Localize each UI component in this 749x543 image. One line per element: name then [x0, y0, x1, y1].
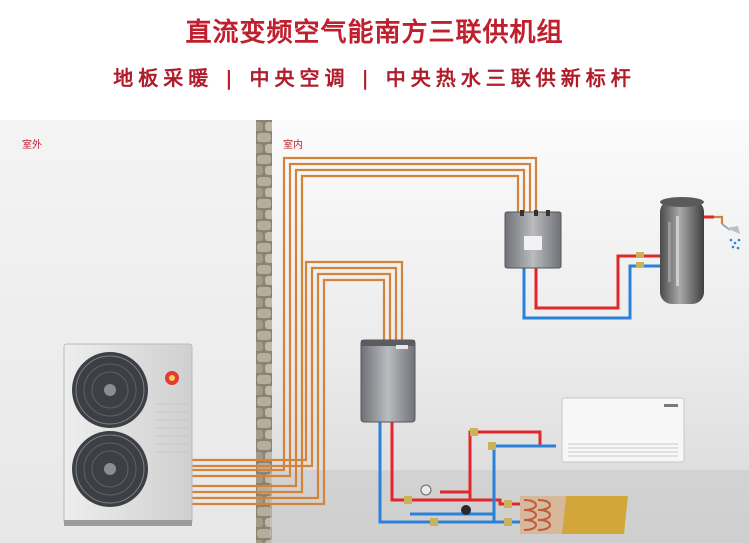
- outdoor-heat-pump-unit: [63, 343, 193, 526]
- hot-water-pipes: [390, 215, 714, 506]
- indoor-label: 室内: [283, 140, 303, 151]
- fan-icon: [72, 431, 148, 507]
- hot-water-tank: [660, 197, 704, 304]
- page-title: 直流变频空气能南方三联供机组: [185, 18, 564, 48]
- pipe-fittings: [404, 252, 644, 526]
- wall-mounted-module: [504, 210, 562, 269]
- outdoor-label: 室外: [22, 140, 42, 151]
- gauge-icon: [420, 484, 471, 515]
- underfloor-heating: [520, 496, 628, 534]
- logo-icon: [165, 371, 179, 385]
- floor-standing-module: [360, 339, 416, 423]
- shower-icon: [721, 223, 741, 250]
- page-subtitle: 地板采暖 | 中央空调 | 中央热水三联供新标杆: [113, 66, 636, 90]
- fan-icon: [72, 352, 148, 428]
- copper-pipes: [190, 156, 538, 506]
- stone-texture: [256, 120, 272, 543]
- fan-coil-unit: [561, 397, 685, 463]
